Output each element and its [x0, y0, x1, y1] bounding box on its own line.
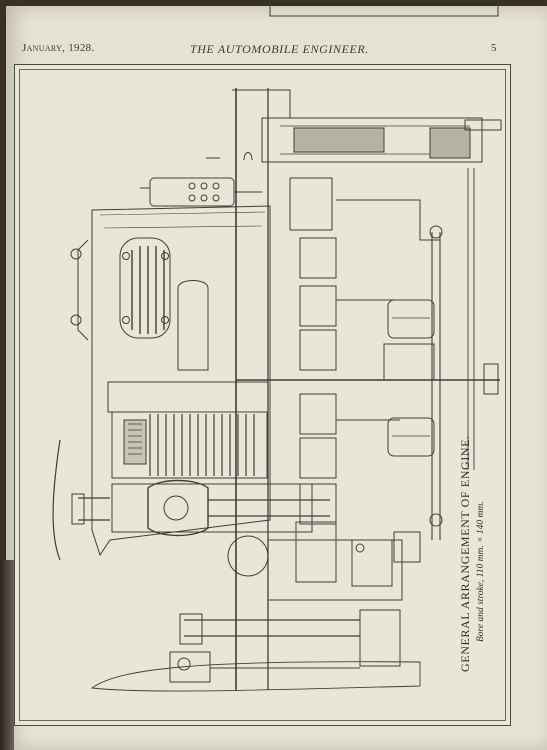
caption-subtitle: Bore and stroke, 110 mm. × 140 mm. [476, 501, 486, 642]
caption-title: GENERAL ARRANGEMENT OF ENGINE. [458, 435, 472, 672]
magneto-drive [169, 609, 401, 683]
plate-inner-border [19, 69, 506, 721]
intake-manifold [119, 237, 209, 371]
issue-date: January, 1928. [22, 42, 95, 54]
main-bearings [383, 299, 435, 563]
valve-gear-column [289, 177, 440, 525]
crankcase-outline [70, 205, 271, 557]
piston-assembly [71, 479, 330, 537]
page-number: 5 [491, 42, 497, 54]
cylinder-block [107, 381, 269, 479]
oil-sump [52, 439, 421, 692]
oil-pipe [429, 168, 475, 540]
drawing-plate [14, 64, 511, 726]
gear-housing [232, 89, 502, 163]
figure-caption: GENERAL ARRANGEMENT OF ENGINE. Bore and … [458, 412, 498, 672]
facing-page-edge [0, 560, 14, 750]
fuel-fitting [140, 152, 262, 207]
running-header: January, 1928. THE AUTOMOBILE ENGINEER. … [0, 38, 547, 58]
journal-title: THE AUTOMOBILE ENGINEER. [190, 42, 369, 56]
lower-gear-assembly [227, 521, 403, 601]
